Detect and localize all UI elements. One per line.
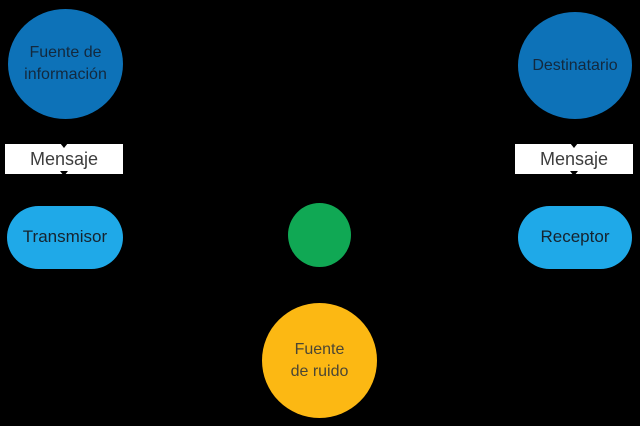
arrow-tip-icon <box>60 143 68 148</box>
node-transmisor-label: Transmisor <box>22 227 108 247</box>
node-transmisor: Transmisor <box>7 206 123 269</box>
node-receptor: Receptor <box>518 206 632 269</box>
label-line: Fuente de <box>29 44 102 62</box>
node-fuente-informacion: Fuente de información <box>8 9 123 119</box>
label-line: información <box>24 66 107 83</box>
node-mensaje-derecha: Mensaje <box>515 143 633 176</box>
label-line: de ruido <box>290 362 349 380</box>
node-fuente-ruido-label: Fuente de ruido <box>291 339 349 382</box>
node-mensaje-derecha-label: Mensaje <box>539 148 609 169</box>
node-destinatario-label: Destinatario <box>532 56 618 74</box>
node-fuente-ruido: Fuente de ruido <box>262 303 377 418</box>
node-receptor-label: Receptor <box>540 227 610 247</box>
node-mensaje-izquierda: Mensaje <box>5 143 123 176</box>
node-mensaje-izquierda-label: Mensaje <box>29 148 99 169</box>
arrow-tip-icon <box>570 171 578 176</box>
node-destinatario: Destinatario <box>518 12 632 119</box>
label-line: Fuente <box>294 340 345 358</box>
arrow-tip-icon <box>60 171 68 176</box>
arrow-tip-icon <box>570 143 578 148</box>
node-punto-senal <box>288 203 351 267</box>
node-fuente-informacion-label: Fuente de información <box>24 42 107 85</box>
